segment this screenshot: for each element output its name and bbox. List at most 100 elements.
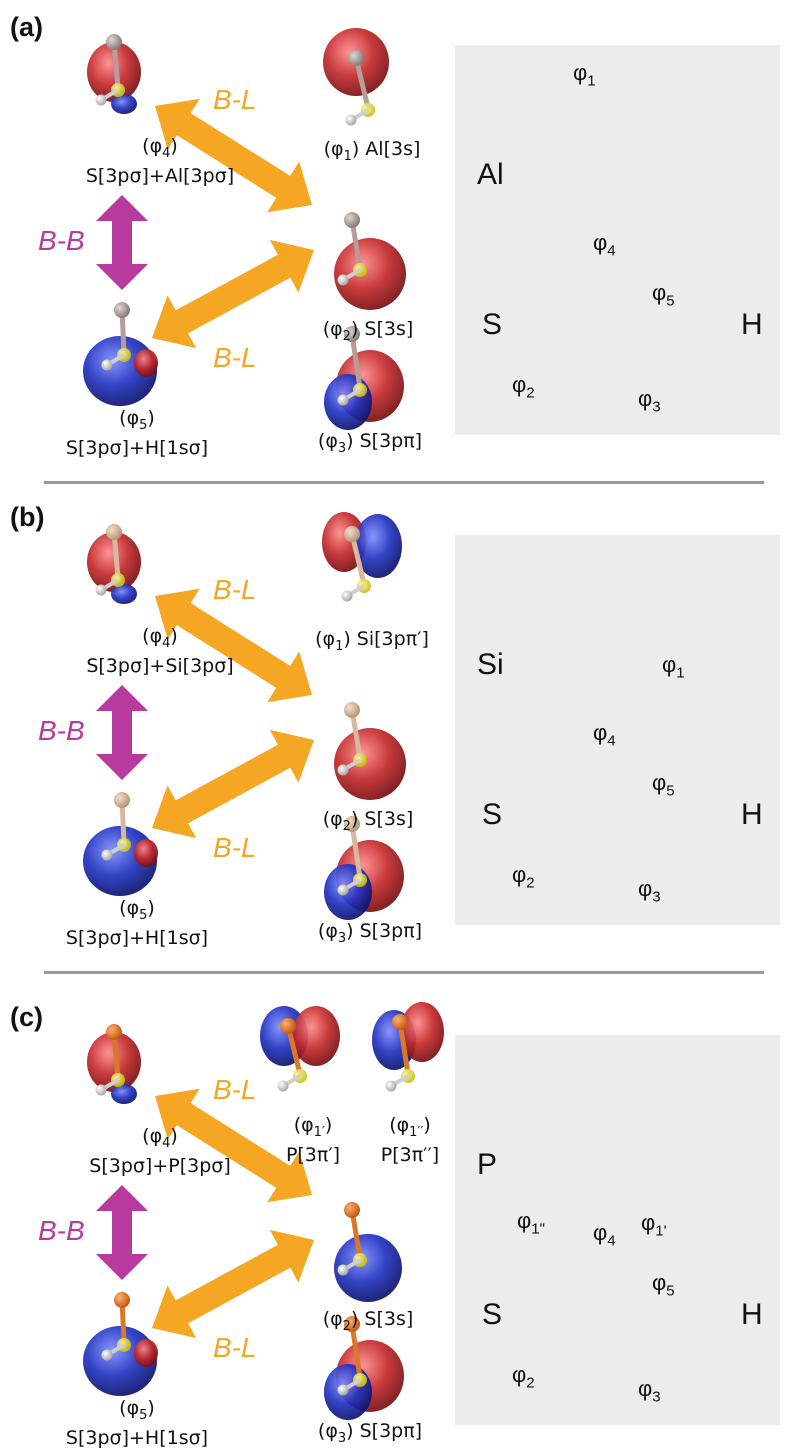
panel-c-bb-label: B-B: [38, 1215, 85, 1246]
panel-c-mol-phi4-lobe-1: [111, 1084, 137, 1104]
panel-a-sch-phi4: φ4: [593, 230, 616, 259]
panel-a-label-phi1-sub: 1: [343, 148, 352, 164]
panel-a-mol-phi5-group: [83, 302, 158, 406]
panel-c-sch-phi1b: φ1': [641, 1210, 666, 1239]
panel-a-label-phi4-desc: S[3pσ]+Al[3pσ]: [85, 164, 235, 187]
panel-b-label-phi5-close: ): [147, 897, 155, 919]
panel-a-mol-phi4-lobe-1: [111, 94, 137, 114]
panel-b-sch-phi1-phi: φ: [662, 652, 677, 677]
panel-b-label-phi4-sub: 4: [162, 635, 171, 651]
panel-a-letter: (a): [10, 12, 43, 42]
panel-c-mol-phi4-atom-top: [106, 1024, 122, 1040]
panel-a-label-phi5: (φ5)S[3pσ]+H[1sσ]: [66, 407, 208, 459]
panel-c-sch-phi4-sub: 4: [607, 1232, 616, 1250]
panel-b-mol-phi5-atom-h: [101, 849, 113, 861]
panel-c-mol-phi1a-atom-top: [280, 1018, 296, 1034]
panel-a-mol-phi3-group: [324, 326, 404, 430]
panel-a-label-phi5-sub: 5: [139, 417, 148, 433]
panel-a-mol-phi3-atom-top: [344, 326, 360, 342]
panel-b-label-phi2-sub: 2: [342, 818, 351, 834]
panel-b-mol-phi5-atom-top: [114, 792, 130, 808]
panel-b-mol-phi4-lobe-0: [87, 532, 141, 592]
panel-c-sch-phi1a-sub: 1": [531, 1220, 545, 1238]
panel-c-mol-phi1a-group: [260, 1006, 340, 1092]
panel-b-label-phi1: (φ1) Si[3pπ′]: [315, 628, 429, 658]
panel-c-label-phi5: (φ5)S[3pσ]+H[1sσ]: [66, 1397, 208, 1449]
panel-c-mol-phi5-atom-h: [101, 1349, 113, 1361]
panel-b-label-phi2-rest: ) S[3s]: [350, 808, 414, 830]
panel-b-label-phi2-open: (φ: [322, 808, 343, 830]
panel-a-sch-element: Al: [477, 158, 504, 191]
panel-b-sch-phi4-sub: 4: [607, 732, 616, 750]
panel-a-mol-phi4-atom-h: [95, 94, 107, 106]
panel-a-sch-s: S: [482, 308, 503, 341]
panel-a-mol-phi4-atom-top: [106, 34, 122, 50]
panel-c-label-phi5-desc: S[3pσ]+H[1sσ]: [65, 1426, 209, 1449]
panel-a-arrow-bb: [96, 195, 148, 290]
panel-a-label-phi5-sym: (φ5): [66, 407, 208, 437]
panel-a-sch-phi1: φ1: [573, 60, 596, 89]
panel-a-bb-label: B-B: [38, 225, 85, 256]
panel-c-label-phi4-sym: (φ4): [89, 1125, 230, 1155]
panel-c-label-phi1a-close: ): [324, 1114, 333, 1136]
panel-b-mol-phi2-bond-top: [349, 707, 363, 761]
panel-c-label-phi1a: (φ1′)P[3π′]: [286, 1114, 340, 1166]
panel-a-label-phi1-rest: ) Al[3s]: [351, 138, 421, 160]
panel-a-sch-phi3-phi: φ: [638, 386, 653, 411]
panel-c-mol-phi1b-atom-top: [392, 1014, 408, 1030]
panel-c-sch-s: S: [482, 1298, 503, 1331]
panel-a-sch-phi5-phi: φ: [652, 280, 667, 305]
panel-b-mol-phi1-atom-top: [344, 526, 360, 542]
panel-a-sch-phi2: φ2: [512, 372, 535, 401]
panel-b-arrow-bl-bottom: [152, 729, 314, 839]
panel-c-label-phi1a-sym: (φ1′): [286, 1114, 340, 1144]
panel-c-label-phi1b-sym: (φ1′′): [381, 1114, 439, 1144]
panel-c-label-phi2-sub: 2: [342, 1318, 351, 1334]
panel-a-mol-phi5-atom-top: [114, 302, 130, 318]
panel-a-label-phi2-rest: ) S[3s]: [350, 318, 414, 340]
panel-c-label-phi4-close: ): [170, 1125, 178, 1147]
panel-b-mol-phi4-atom-top: [106, 524, 122, 540]
panel-b-mol-phi5-lobe-1: [134, 839, 158, 867]
panel-a-label-phi3-open: (φ: [317, 430, 338, 452]
panel-a-mol-phi5-lobe-1: [134, 349, 158, 377]
panel-b-mol-phi1-atom-h: [341, 590, 353, 602]
panel-b-separator: [44, 971, 764, 974]
panel-c-label-phi1a-sub: 1′: [313, 1124, 325, 1140]
panel-a-sch-phi4-sub: 4: [607, 242, 616, 260]
panel-b-sch-element: Si: [477, 648, 504, 681]
panel-a-mol-phi5-atom-h: [101, 359, 113, 371]
panel-c-sch-phi5: φ5: [652, 1270, 675, 1299]
panel-a-schematic: [455, 45, 780, 435]
panel-b-label-phi4-close: ): [170, 625, 178, 647]
panel-c-label-phi5-sub: 5: [139, 1407, 148, 1423]
panel-c-sch-phi3-phi: φ: [638, 1376, 653, 1401]
panel-c-mol-phi4-atom-h: [95, 1084, 107, 1096]
panel-b-sch-phi2: φ2: [512, 862, 535, 891]
panel-a-label-phi5-desc: S[3pσ]+H[1sσ]: [65, 436, 209, 459]
panel-b-label-phi3-open: (φ: [317, 920, 338, 942]
panel-a-label-phi4: (φ4)S[3pσ]+Al[3pσ]: [86, 135, 234, 187]
panel-a-sch-phi5: φ5: [652, 280, 675, 309]
panel-a-label-phi2: (φ2) S[3s]: [323, 318, 414, 348]
panel-b-sch-phi5-phi: φ: [652, 770, 667, 795]
panel-b-label-phi4-sym: (φ4): [86, 625, 233, 655]
panel-c-label-phi1b-close: ): [423, 1114, 431, 1136]
panel-b-sch-phi5-sub: 5: [666, 782, 675, 800]
panel-c-label-phi4: (φ4)S[3pσ]+P[3pσ]: [89, 1125, 230, 1177]
panel-b-arrow-bl-top: [155, 588, 312, 703]
panel-b-label-phi5-sub: 5: [139, 907, 148, 923]
panel-c-label-phi4-desc: S[3pσ]+P[3pσ]: [89, 1154, 231, 1177]
panel-b-mol-phi2-group: [334, 702, 406, 800]
panel-a-sch-phi1-sub: 1: [587, 72, 596, 90]
panel-c-sch-phi1a-phi: φ: [517, 1208, 532, 1233]
panel-b-mol-phi3-group: [324, 816, 404, 920]
panel-c-mol-phi3-bond-top: [349, 1321, 363, 1381]
panel-c-mol-phi1a-lobe-1: [292, 1006, 340, 1066]
panel-a-mol-phi2-atom-h: [337, 274, 349, 286]
panel-c-label-phi2-rest: ) S[3s]: [350, 1308, 414, 1330]
panel-c-sch-phi2-sub: 2: [526, 1374, 535, 1392]
panel-b-mol-phi3-atom-h: [337, 884, 349, 896]
panel-b-label-phi5-open: (φ: [119, 897, 140, 919]
